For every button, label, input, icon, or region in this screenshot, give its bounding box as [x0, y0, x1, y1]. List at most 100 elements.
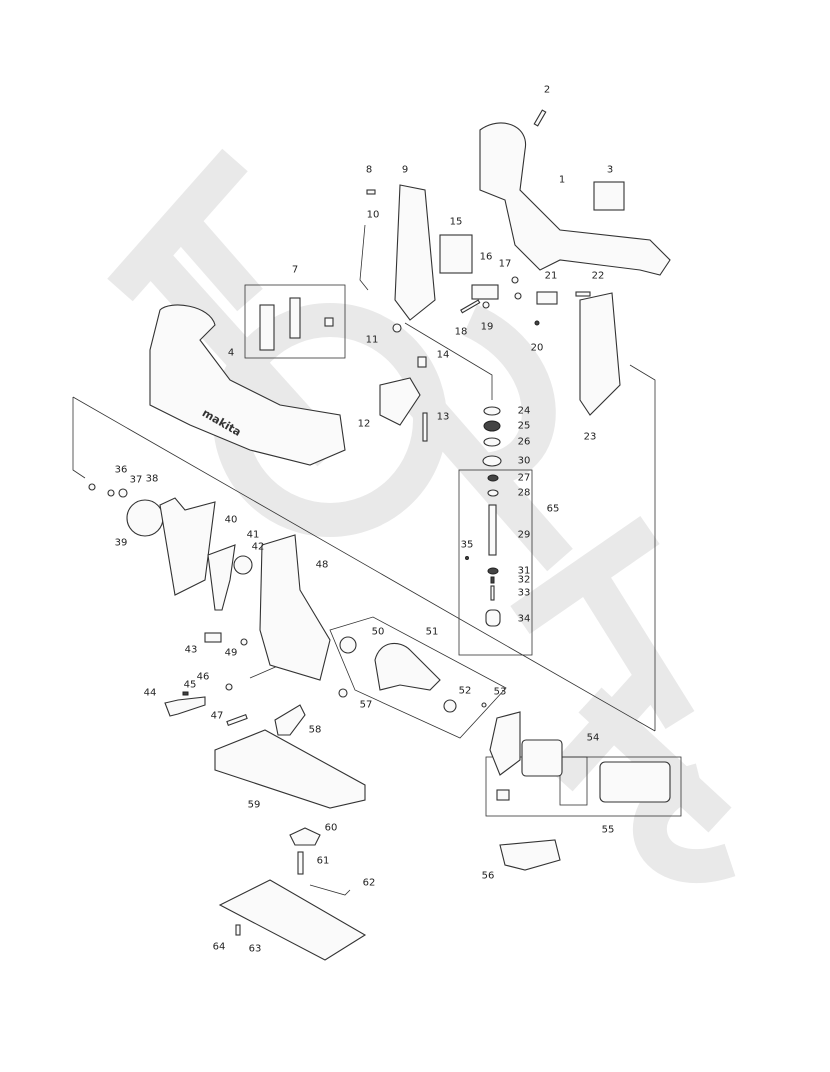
part-41-gasket — [207, 544, 236, 611]
part-label: 43 — [184, 644, 198, 656]
part-12-holder — [379, 377, 421, 426]
part-label: 30 — [517, 455, 531, 467]
part-62-spring — [309, 884, 351, 896]
part-64-screw — [235, 924, 241, 936]
part-4-housing — [149, 304, 346, 466]
part-2-screw — [533, 109, 547, 127]
part-label: 22 — [591, 270, 605, 282]
part-label: 49 — [224, 647, 238, 659]
part-label: 60 — [324, 822, 338, 834]
part-label: 9 — [401, 164, 409, 176]
part-30-ring — [482, 455, 502, 467]
part-label: 54 — [586, 732, 600, 744]
part-label: 50 — [371, 626, 385, 638]
part-7-switch — [259, 304, 275, 351]
part-15-plate — [439, 234, 473, 274]
part-14-spring — [417, 356, 427, 368]
part-53-screw — [481, 702, 487, 708]
part-50-bearing — [339, 636, 357, 654]
part-60-plate — [289, 827, 321, 846]
part-label: 29 — [517, 529, 531, 541]
part-label: 8 — [365, 164, 373, 176]
part-label: 61 — [316, 855, 330, 867]
part-label: 35 — [460, 539, 474, 551]
part-58-clamp — [274, 704, 306, 736]
part-48-gear-housing — [259, 534, 331, 681]
part-label: 53 — [493, 686, 507, 698]
part-21-brush — [536, 291, 558, 305]
part-11-nut — [392, 323, 402, 333]
part-54-field — [521, 739, 563, 777]
part-label: 12 — [357, 418, 371, 430]
part-26-washer — [483, 437, 501, 447]
part-47-pin — [226, 713, 248, 727]
part-51-box — [329, 616, 507, 739]
part-65-box — [458, 469, 533, 656]
part-25-bearing — [483, 420, 501, 432]
part-16-plate — [471, 284, 499, 300]
part-24-washer — [483, 406, 501, 416]
part-label: 42 — [251, 541, 265, 553]
part-63-shoe — [218, 879, 367, 961]
part-label: 65 — [546, 503, 560, 515]
part-label: 48 — [315, 559, 329, 571]
part-61-bolt — [297, 851, 304, 875]
part-43-pad — [204, 632, 222, 643]
parts: makita — [88, 109, 671, 961]
part-9-bracket — [394, 184, 436, 321]
part-31-ring — [487, 567, 499, 575]
part-label: 52 — [458, 685, 472, 697]
part-20-spring — [534, 320, 540, 326]
part-label: 44 — [143, 687, 157, 699]
part-54-holder — [496, 789, 510, 801]
part-3-label — [593, 181, 625, 211]
part-57-nut — [338, 688, 348, 698]
part-23-gasket — [579, 292, 621, 416]
part-label: 40 — [224, 514, 238, 526]
part-19-bush — [482, 301, 490, 309]
part-label: 27 — [517, 472, 531, 484]
part-label: 32 — [517, 574, 531, 586]
part-label: 59 — [247, 799, 261, 811]
part-label: 55 — [601, 824, 615, 836]
part-label: 14 — [436, 349, 450, 361]
part-label: 37 — [129, 474, 143, 486]
part-10-spring — [359, 224, 369, 291]
part-59-base — [214, 729, 366, 809]
part-32-spring — [490, 576, 495, 584]
part-label: 2 — [543, 84, 551, 96]
part-45-spring — [182, 691, 189, 696]
part-39-gear — [126, 499, 164, 537]
part-label: 33 — [517, 587, 531, 599]
part-label: 31 — [517, 565, 531, 577]
part-label: 39 — [114, 537, 128, 549]
part-40-plate — [159, 497, 216, 596]
part-55-controller — [599, 761, 671, 803]
part-44-lever — [164, 696, 206, 717]
part-label: 3 — [606, 164, 614, 176]
part-label: 13 — [436, 411, 450, 423]
part-label: 46 — [196, 671, 210, 683]
part-37-washer — [107, 489, 115, 497]
part-13-pin — [422, 412, 428, 442]
part-27-ring — [487, 474, 499, 482]
part-46-ball — [225, 683, 233, 691]
part-label: 47 — [210, 710, 224, 722]
part-label: 38 — [145, 473, 159, 485]
part-8-screw — [366, 189, 376, 195]
part-label: 20 — [530, 342, 544, 354]
part-label: 58 — [308, 724, 322, 736]
part-label: 62 — [362, 877, 376, 889]
part-52-bearing — [443, 699, 457, 713]
part-label: 45 — [183, 679, 197, 691]
part-label: 15 — [449, 216, 463, 228]
part-label: 18 — [454, 326, 468, 338]
part-label: 1 — [558, 174, 566, 186]
part-36-screw — [88, 483, 96, 491]
part-label: 41 — [246, 529, 260, 541]
part-label: 10 — [366, 209, 380, 221]
part-22-pin — [575, 291, 591, 297]
part-38-bush — [118, 488, 128, 498]
